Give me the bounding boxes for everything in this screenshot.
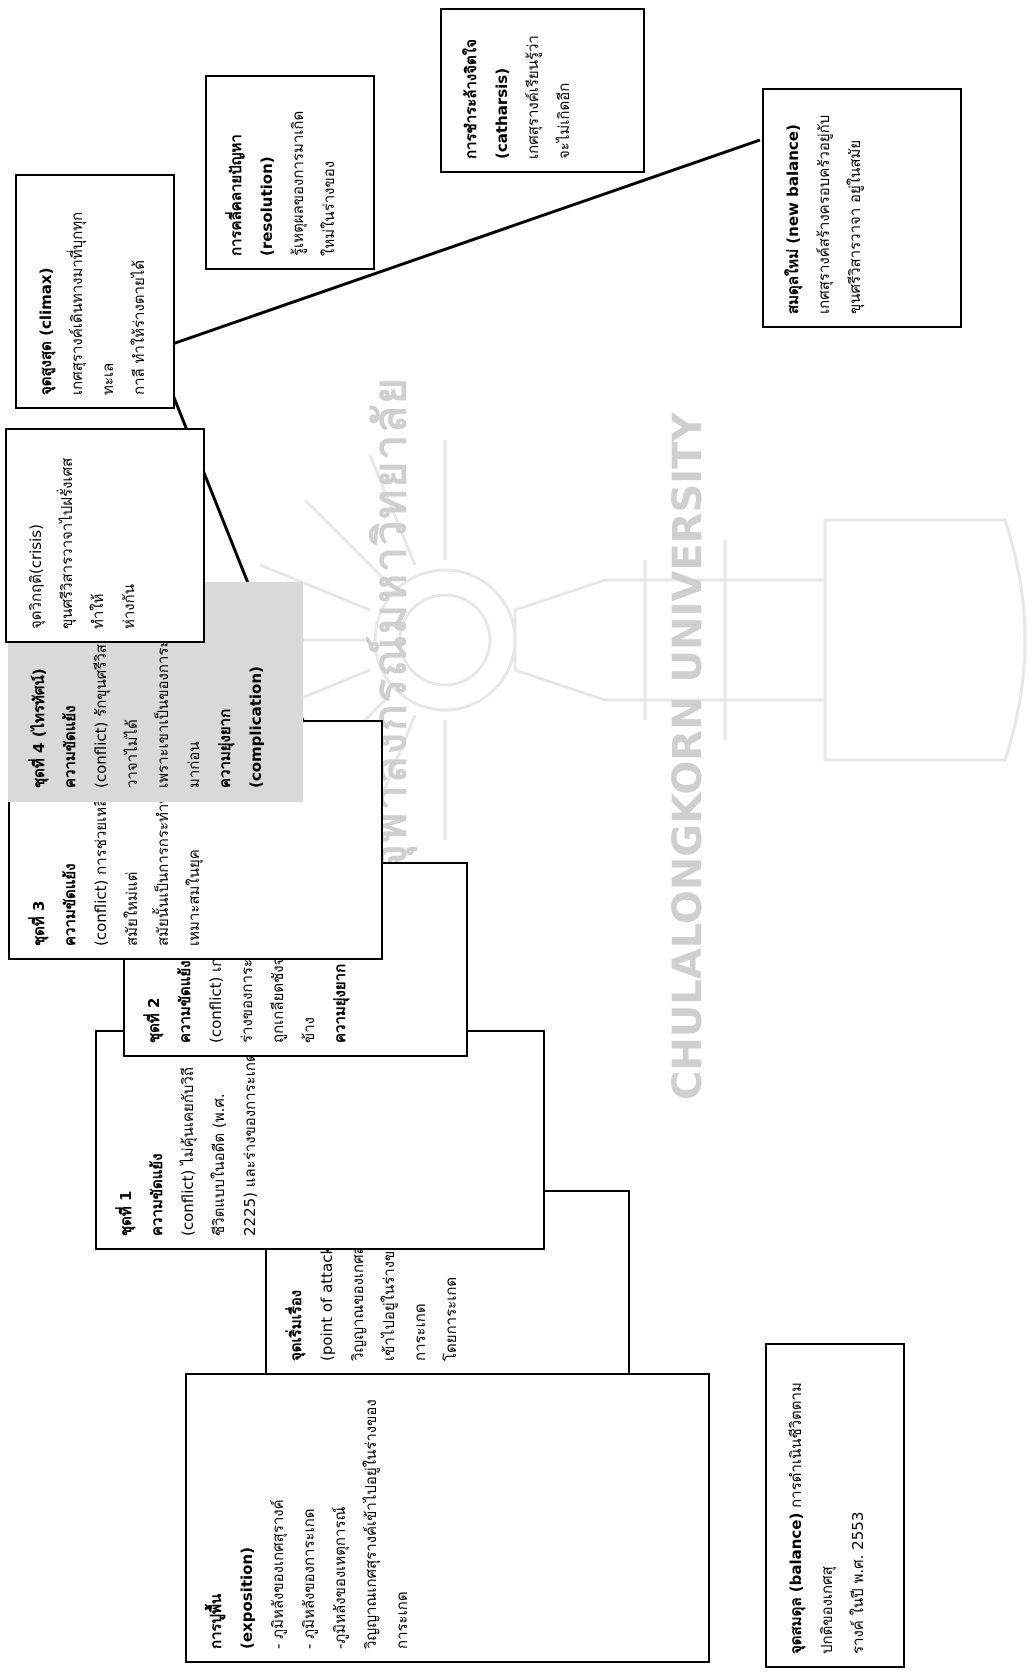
exposition-line-4: วิญญาณเกศสุรางค์เข้าไปอยู่ในร่างของการะเ… (362, 1399, 411, 1649)
set4-tail-2: (complication) (247, 666, 265, 788)
resolution-heading-2: (resolution) (258, 156, 276, 256)
new-balance-heading: สมดุลใหม่ (new balance) (784, 124, 802, 314)
exposition-line-1: - ภูมิหลังของเกศสุรางค์ (269, 1499, 287, 1649)
climax-line-1: เกศสุรางค์เดินทางมาที่บุกทุกทะเล (68, 211, 117, 395)
resolution-heading: การคลี่คลายปัญหา (227, 134, 245, 256)
set1-heading: ชุดที่ 1 (117, 1190, 135, 1236)
set1-line-1: (conflict) ไม่คุ้นเคยกับวิถีชีวิตแบบในอด… (179, 1067, 228, 1236)
box-balance: จุดสมดุล (balance) การดำเนินชีวิตตามปกติ… (765, 1343, 905, 1668)
balance-line-2: รางค์ ในปี พ.ศ. 2553 (849, 1511, 867, 1654)
catharsis-heading-2: (catharsis) (493, 67, 511, 159)
box-crisis: จุดวิกฤติ(crisis) ขุนศรีวิสารวาจาไปฝรั่ง… (5, 428, 205, 643)
watermark-english: Chulalongkorn University (665, 412, 711, 1100)
set1-line-2: 2225) และร่างของการะเกด (241, 1052, 259, 1236)
exposition-heading: การปูพื้น (207, 1593, 225, 1649)
box-new-balance: สมดุลใหม่ (new balance) เกศสุรางค์สร้างค… (762, 88, 962, 328)
climax-heading: จุดสูงสุด (climax) (37, 267, 55, 395)
resolution-line-1: รู้เหตุผลของการมาเกิดใหม่ในร่างของ (289, 110, 338, 256)
box-set-1: ชุดที่ 1 ความขัดแย้ง (conflict) ไม่คุ้นเ… (95, 1030, 545, 1250)
crisis-heading: จุดวิกฤติ(crisis) (27, 524, 45, 629)
box-catharsis: การชำระล้างจิตใจ (catharsis) เกศสุรางค์เ… (440, 8, 645, 173)
box-resolution: การคลี่คลายปัญหา (resolution) รู้เหตุผลข… (205, 75, 375, 270)
university-emblem-watermark (245, 440, 1027, 840)
catharsis-line-1: เกศสุรางค์เรียนรู้ว่า (524, 35, 542, 159)
crisis-line-1: ขุนศรีวิสารวาจาไปฝรั่งเศสทำให้ (58, 457, 107, 629)
catharsis-heading: การชำระล้างจิตใจ (462, 39, 480, 159)
set4-tail: ความยุ่งยาก (216, 708, 234, 788)
new-balance-line-1: เกศสุรางค์สร้างครอบครัวอยู่กับขุนศรีวิสา… (815, 114, 864, 314)
set1-heading-2: ความขัดแย้ง (148, 1153, 166, 1236)
exposition-heading-2: (exposition) (238, 1547, 256, 1649)
box-exposition: การปูพื้น (exposition) - ภูมิหลังของเกศส… (185, 1373, 710, 1663)
box-climax: จุดสูงสุด (climax) เกศสุรางค์เดินทางมาที… (15, 174, 175, 409)
exposition-line-3: -ภูมิหลังของเหตุการณ์ (331, 1506, 349, 1649)
catharsis-line-2: จะไม่เกิดอีก (555, 82, 573, 159)
climax-line-2: กาลี ทำให้ร่างตายได้ (130, 259, 148, 395)
exposition-line-2: - ภูมิหลังของการะเกด (300, 1508, 318, 1649)
balance-heading: จุดสมดุล (balance) (787, 1512, 805, 1654)
crisis-line-2: ห่างกัน (120, 584, 138, 629)
